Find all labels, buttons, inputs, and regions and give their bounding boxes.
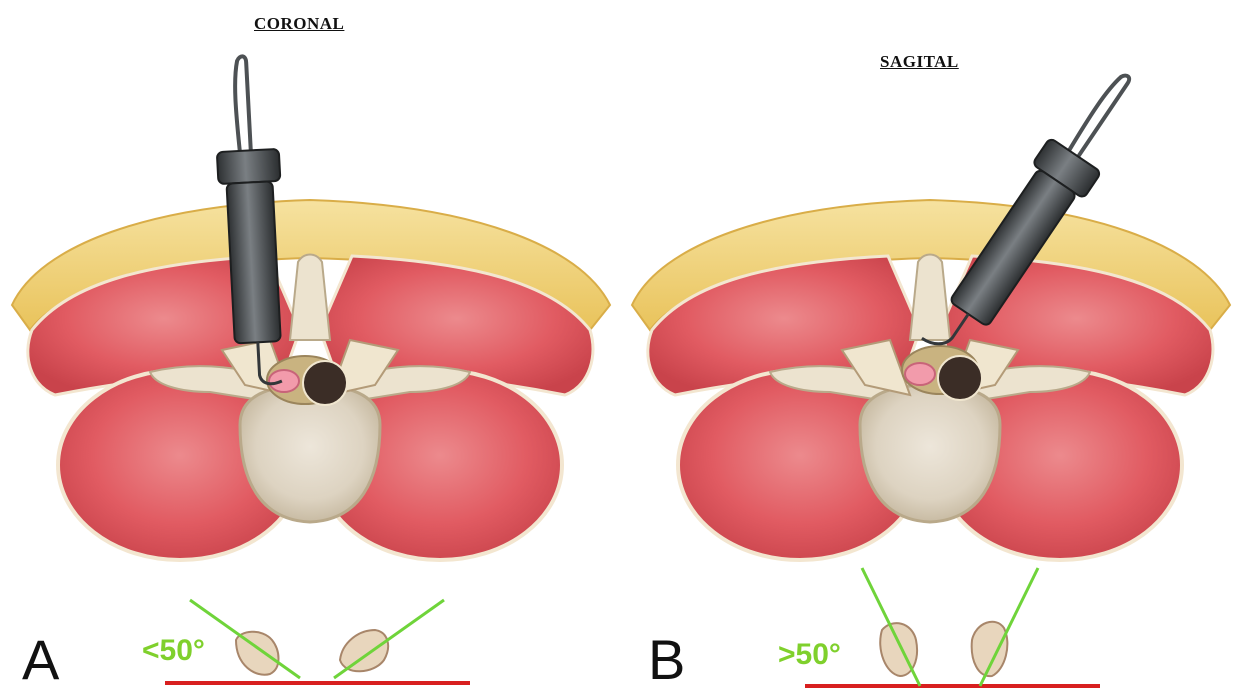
panel-a-angle: <50°	[142, 636, 205, 666]
panel-b-angle: >50°	[778, 640, 841, 670]
sagital-illustration	[620, 0, 1240, 690]
endoscope-wire	[1068, 71, 1131, 156]
vertebral-body	[240, 385, 380, 522]
coronal-illustration	[0, 0, 620, 690]
herniated-disc	[905, 363, 935, 385]
nerve-root-bundle	[938, 356, 982, 400]
panel-a-label: A	[22, 632, 59, 688]
endoscope-cap	[217, 149, 281, 184]
facet-right	[340, 630, 388, 671]
herniated-disc	[269, 370, 299, 392]
endoscope-wire	[233, 56, 251, 151]
spinous-process	[290, 255, 330, 341]
endoscope-barrel	[226, 181, 280, 343]
spinous-process	[910, 255, 950, 341]
vertebral-body	[860, 385, 1000, 522]
nerve-root-bundle	[303, 361, 347, 405]
panel-b-label: B	[648, 632, 685, 688]
